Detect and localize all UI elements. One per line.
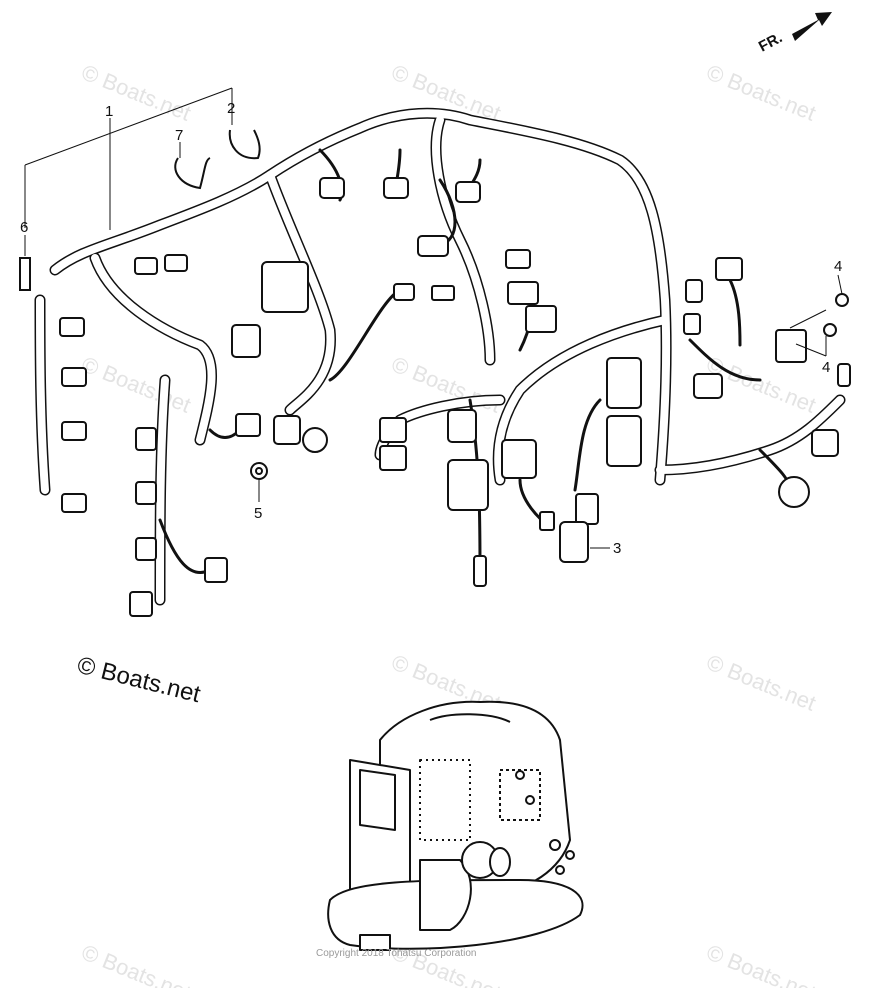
connector bbox=[59, 317, 85, 337]
callout-4-second: 4 bbox=[822, 359, 830, 376]
connector bbox=[778, 476, 810, 508]
grommet-hole bbox=[255, 467, 263, 475]
connector bbox=[606, 357, 642, 409]
connector bbox=[683, 313, 701, 335]
watermark: © Boats.net bbox=[703, 649, 819, 715]
watermark: © Boats.net bbox=[78, 59, 194, 125]
callout-2: 2 bbox=[227, 100, 235, 117]
watermark: © Boats.net bbox=[78, 939, 194, 988]
connector bbox=[164, 254, 188, 272]
connector bbox=[134, 257, 158, 275]
connector bbox=[319, 177, 345, 199]
connector bbox=[231, 324, 261, 358]
copyright-notice: Copyright 2018 Tohatsu Corporation bbox=[316, 948, 476, 959]
callout-6: 6 bbox=[20, 219, 28, 236]
connector bbox=[135, 427, 157, 451]
leader-2-7-6 bbox=[24, 87, 233, 166]
leader-4a bbox=[837, 274, 843, 295]
watermark: © Boats.net bbox=[703, 59, 819, 125]
connector bbox=[505, 249, 531, 269]
watermark: © Boats.net bbox=[78, 351, 194, 417]
connector bbox=[525, 305, 557, 333]
sensor bbox=[302, 427, 328, 453]
front-arrow-icon bbox=[792, 12, 832, 41]
connector bbox=[575, 493, 599, 525]
connector bbox=[135, 537, 157, 561]
connector bbox=[431, 285, 455, 301]
connector bbox=[507, 281, 539, 305]
callout-labels: 1 2 3 4 4 5 6 7 bbox=[20, 100, 842, 557]
connector bbox=[204, 557, 228, 583]
connector bbox=[273, 415, 301, 445]
callout-7: 7 bbox=[175, 127, 183, 144]
connector bbox=[501, 439, 537, 479]
clip bbox=[19, 257, 31, 291]
connector bbox=[235, 413, 261, 437]
connector bbox=[606, 415, 642, 467]
callout-5: 5 bbox=[254, 505, 262, 522]
connector bbox=[61, 493, 87, 513]
connector bbox=[811, 429, 839, 457]
engine-illustration bbox=[327, 700, 584, 951]
front-label: FR. bbox=[756, 29, 785, 55]
connector bbox=[837, 363, 851, 387]
connector bbox=[715, 257, 743, 281]
leader-4-lower bbox=[795, 343, 827, 357]
connector bbox=[61, 421, 87, 441]
connector bbox=[135, 481, 157, 505]
connector bbox=[693, 373, 723, 399]
leader-lines bbox=[24, 87, 843, 549]
bracket bbox=[539, 511, 555, 531]
callout-1: 1 bbox=[105, 103, 113, 120]
connector bbox=[447, 409, 477, 443]
connector bbox=[447, 459, 489, 511]
cover bbox=[559, 521, 589, 563]
connector bbox=[417, 235, 449, 257]
connector bbox=[129, 591, 153, 617]
clamp bbox=[228, 129, 261, 160]
connector bbox=[685, 279, 703, 303]
callout-3: 3 bbox=[613, 540, 621, 557]
connector bbox=[379, 417, 407, 443]
bolt bbox=[823, 323, 837, 337]
boats-net-credit: © Boats.net bbox=[75, 652, 204, 709]
connector bbox=[261, 261, 309, 313]
connector bbox=[383, 177, 409, 199]
clamp bbox=[174, 157, 211, 190]
connector bbox=[393, 283, 415, 301]
leader-4-upper bbox=[789, 309, 827, 329]
front-direction-indicator: FR. bbox=[756, 12, 832, 56]
watermark: © Boats.net bbox=[703, 939, 819, 988]
bracket bbox=[775, 329, 807, 363]
bolt bbox=[835, 293, 849, 307]
connector bbox=[379, 445, 407, 471]
connector bbox=[61, 367, 87, 387]
connector bbox=[455, 181, 481, 203]
connectors bbox=[19, 129, 851, 617]
callout-4: 4 bbox=[834, 258, 842, 275]
sensor bbox=[473, 555, 487, 587]
